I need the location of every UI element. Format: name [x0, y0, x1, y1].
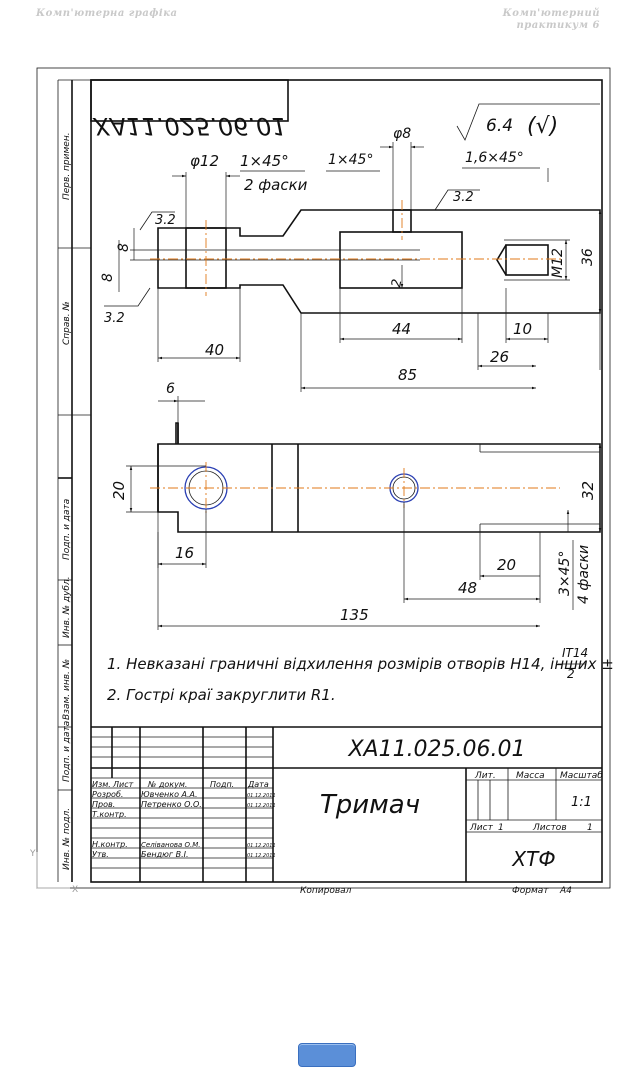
dim-d2: 2	[389, 278, 405, 289]
ucs-icon: Y X	[29, 849, 78, 895]
dim-h8-outer: 8	[100, 273, 116, 282]
code-box	[90, 79, 289, 122]
side-label-vzam: Взам. инв. №	[62, 659, 72, 720]
dim-2fask: 2 фаски	[244, 176, 308, 194]
plan-dimensions: 6 20 32 16 20 48 3×45° 4 фаски 135	[110, 381, 602, 630]
scroll-button[interactable]	[298, 1043, 356, 1067]
dim-r32-left: 3.2	[155, 213, 176, 228]
thread-m12-section	[505, 244, 549, 276]
tb-header-list: Лист	[112, 780, 134, 789]
roughness-value: 6.4	[486, 116, 513, 136]
dim-l40: 40	[205, 341, 224, 359]
dim-ch3: 1,6×45°	[465, 150, 524, 166]
ucs-x: X	[72, 885, 78, 895]
page-header-left: Комп'ютерна графіка	[36, 8, 178, 19]
note-frac-den: 2	[567, 667, 575, 681]
dim-l26: 26	[490, 348, 509, 366]
page-header-right-line1: Комп'ютерний	[502, 8, 600, 19]
page-header-right: Комп'ютерний практикум 6	[503, 8, 600, 32]
tb-row-role-2: Т.контр.	[92, 810, 127, 819]
tb-part-name: Тримач	[320, 790, 420, 820]
side-label-perv: Перв. примен.	[62, 132, 72, 200]
tb-header-podp: Подп.	[210, 780, 234, 789]
dim-ch4: 3×45°	[557, 551, 573, 596]
dim-r32-left2: 3.2	[104, 311, 125, 326]
ucs-y: Y	[29, 849, 36, 859]
format-value: А4	[559, 886, 572, 896]
dim-l44: 44	[392, 320, 411, 338]
dim-l10: 10	[513, 320, 532, 338]
tb-row-date-3: 01.12.2011	[247, 843, 276, 849]
dim-l48: 48	[458, 579, 477, 597]
dim-l16: 16	[175, 544, 194, 562]
dim-l135: 135	[340, 606, 369, 624]
tb-drawing-code: ХА11.025.06.01	[347, 737, 525, 762]
side-label-podp2: Подп. и дата	[62, 721, 72, 782]
page-header-right-line2: практикум 6	[516, 20, 600, 31]
section-dimensions: φ12 1×45° 2 фаски 1×45° φ8 1,6×45° 3.2 3…	[100, 126, 602, 392]
sheet-outer-frame	[36, 67, 611, 889]
tb-mass: Масса	[516, 771, 545, 781]
tb-row-role-3: Н.контр.	[92, 840, 128, 849]
tb-row-name-0: Ювченко А.А.	[141, 790, 198, 799]
tb-row-name-3: Селіванова О.М.	[141, 841, 201, 849]
side-label-dubl: Инв. № дубл.	[62, 576, 72, 638]
dim-r32-top: 3.2	[453, 190, 474, 205]
tb-header-doc: № докум.	[147, 780, 187, 789]
tb-scale-value: 1:1	[571, 795, 592, 810]
note-1: 1. Невказані граничні відхилення розмірі…	[107, 655, 614, 673]
dim-h8-inner: 8	[116, 243, 132, 252]
dim-h20: 20	[110, 481, 128, 500]
tb-org: ХТФ	[511, 847, 555, 871]
tb-row-role-1: Пров.	[92, 800, 115, 809]
tb-header-izm: Изм.	[92, 780, 111, 789]
title-block: Изм. Лист № докум. Подп. Дата Розроб. Юв…	[91, 726, 603, 882]
sheet-inner-frame	[90, 79, 603, 883]
tb-row-name-1: Петренко О.О.	[141, 800, 202, 809]
dim-ch1: 1×45°	[240, 152, 289, 170]
tb-row-role-4: Утв.	[92, 850, 109, 859]
tb-sheet: Лист	[469, 823, 494, 833]
dim-ch2: 1×45°	[328, 152, 373, 168]
side-label-podp1: Подп. и дата	[62, 499, 72, 560]
dim-l85: 85	[398, 366, 417, 384]
dim-l6: 6	[166, 381, 175, 397]
side-label-inv: Инв. № подл.	[62, 808, 72, 870]
dim-d12: φ12	[190, 152, 219, 170]
side-strip: Перв. примен. Справ. № Подп. и дата Инв.…	[57, 79, 91, 882]
dim-h36: 36	[580, 248, 596, 266]
dim-h32: 32	[579, 481, 597, 500]
tb-row-name-4: Бендюг В.І.	[141, 850, 189, 859]
tb-sheets: Листов	[532, 823, 567, 833]
dim-l20: 20	[497, 556, 516, 574]
dim-d8: φ8	[393, 126, 411, 142]
copied-label: Копировал	[300, 886, 352, 896]
tb-row-date-4: 01.12.2011	[247, 853, 276, 859]
roughness-symbol: 6.4 (√)	[456, 103, 600, 141]
tb-lit: Лит.	[474, 771, 496, 781]
drawing-code-mirrored: ХА11.025.06.01	[91, 112, 286, 140]
tb-header-data: Дата	[247, 780, 269, 789]
tb-row-date-0: 01.12.2011	[247, 793, 276, 799]
tb-scale: Масштаб	[560, 771, 603, 781]
note-2: 2. Гострі краї закруглити R1.	[107, 686, 336, 704]
format-label: Формат	[512, 886, 549, 896]
tb-row-role-0: Розроб.	[92, 790, 123, 799]
roughness-other-icon: (√)	[527, 114, 558, 139]
tb-sheet-num: 1	[498, 823, 504, 833]
tb-sheets-num: 1	[587, 823, 593, 833]
note-frac-num: IT14	[562, 646, 588, 660]
dim-4fask: 4 фаски	[576, 545, 592, 604]
side-label-sprav: Справ. №	[62, 301, 72, 345]
dim-m12: M12	[550, 248, 566, 278]
tb-row-date-1: 01.12.2011	[247, 803, 276, 809]
section-outline	[157, 209, 601, 314]
